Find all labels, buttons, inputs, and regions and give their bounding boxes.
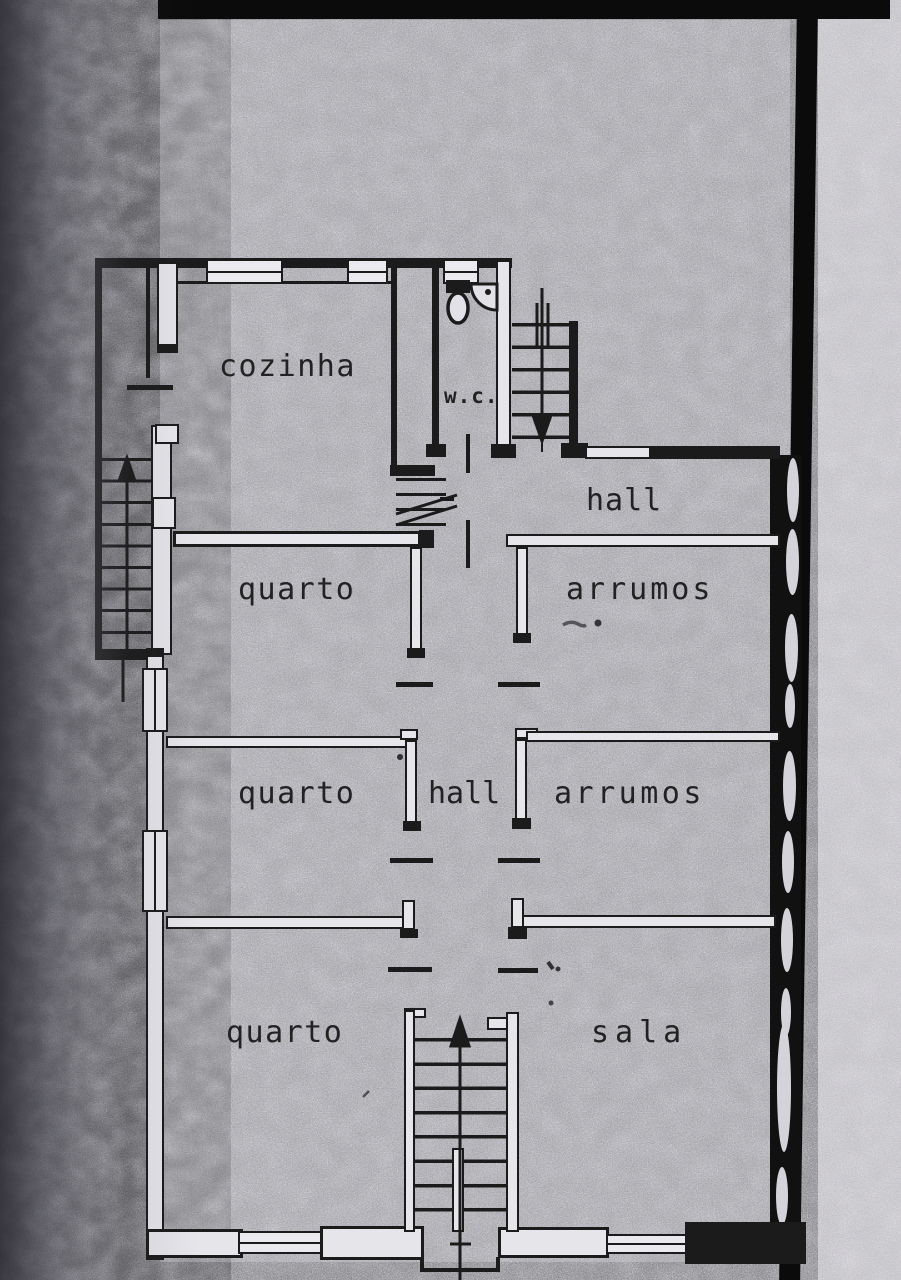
wall-segment bbox=[420, 1257, 424, 1272]
wall-segment bbox=[452, 1148, 464, 1232]
scan-highlight bbox=[785, 684, 795, 728]
wall-segment bbox=[498, 1227, 609, 1258]
room-label-quarto-1: quarto bbox=[238, 572, 356, 607]
wall-segment bbox=[390, 465, 435, 476]
window-symbol bbox=[152, 497, 176, 529]
room-label-hall-upper: hall bbox=[586, 483, 663, 518]
room-label-arrumos-1: arrumos bbox=[566, 572, 714, 607]
stair-treads bbox=[512, 323, 570, 439]
room-label-quarto-2: quarto bbox=[238, 776, 356, 811]
door-dash bbox=[396, 682, 433, 687]
scan-border-top-bar bbox=[158, 0, 890, 19]
wall-segment bbox=[146, 655, 164, 1260]
wall-segment bbox=[526, 731, 780, 742]
scan-highlight bbox=[787, 458, 799, 522]
wall-segment bbox=[403, 821, 421, 831]
window-symbol bbox=[155, 424, 179, 444]
wall-segment bbox=[157, 344, 178, 353]
door-dash bbox=[440, 497, 454, 501]
wall-segment bbox=[178, 281, 394, 284]
door-dash bbox=[498, 968, 538, 973]
wall-segment bbox=[516, 547, 528, 635]
wall-segment bbox=[496, 1257, 500, 1270]
window-mullion-line bbox=[208, 270, 281, 273]
scan-highlight bbox=[781, 908, 793, 972]
wall-segment bbox=[391, 266, 397, 476]
wall-segment bbox=[95, 258, 512, 268]
window-symbol bbox=[206, 259, 283, 284]
scan-highlight bbox=[782, 751, 796, 821]
wall-segment bbox=[420, 1268, 500, 1272]
wall-segment bbox=[407, 648, 425, 658]
door-dash bbox=[388, 967, 432, 972]
wall-segment bbox=[400, 929, 418, 938]
scan-highlight bbox=[782, 831, 794, 893]
wall-segment bbox=[561, 443, 588, 458]
wall-segment bbox=[649, 446, 780, 459]
window-symbol bbox=[238, 1231, 322, 1254]
wall-segment bbox=[405, 740, 417, 823]
scan-highlight bbox=[785, 529, 799, 595]
wall-segment bbox=[400, 729, 418, 740]
wall-segment bbox=[404, 1010, 415, 1232]
scan-highlight bbox=[777, 1024, 791, 1152]
door-dash bbox=[498, 858, 540, 863]
room-label-wc: w.c. bbox=[444, 384, 499, 408]
wall-segment bbox=[508, 927, 527, 939]
wall-segment bbox=[512, 818, 531, 829]
door-dash bbox=[127, 385, 173, 390]
wall-segment bbox=[432, 266, 439, 454]
wall-segment bbox=[402, 900, 415, 930]
wall-segment bbox=[569, 321, 578, 443]
page-edge-shadow bbox=[0, 0, 130, 1280]
room-label-hall-middle: hall bbox=[428, 776, 501, 811]
window-mullion-line bbox=[349, 270, 386, 273]
wall-segment bbox=[410, 547, 422, 650]
door-dash bbox=[466, 520, 470, 568]
window-symbol bbox=[606, 1234, 687, 1254]
wall-segment bbox=[426, 444, 446, 457]
wall-segment bbox=[506, 1012, 519, 1232]
window-mullion-line bbox=[154, 832, 156, 910]
room-label-arrumos-2: arrumos bbox=[554, 776, 705, 811]
wall-segment bbox=[146, 262, 150, 378]
wall-segment bbox=[685, 1222, 806, 1264]
scan-highlight bbox=[781, 988, 791, 1036]
window-symbol bbox=[443, 259, 479, 284]
window-symbol bbox=[142, 830, 168, 912]
wall-segment bbox=[146, 648, 164, 658]
door-dash bbox=[466, 434, 470, 473]
wall-segment bbox=[513, 633, 531, 643]
door-dash bbox=[498, 682, 540, 687]
wall-segment bbox=[506, 534, 780, 547]
wall-segment bbox=[511, 898, 524, 928]
wall-segment bbox=[585, 446, 653, 459]
wall-segment bbox=[491, 444, 516, 458]
wall-segment bbox=[515, 739, 527, 820]
window-mullion-line bbox=[240, 1241, 320, 1244]
window-mullion-line bbox=[445, 270, 477, 273]
window-mullion-line bbox=[154, 670, 156, 730]
scan-highlight bbox=[776, 1167, 788, 1225]
room-label-cozinha: cozinha bbox=[219, 349, 356, 384]
window-mullion-line bbox=[608, 1243, 685, 1245]
door-dash bbox=[390, 858, 433, 863]
room-label-quarto-3: quarto bbox=[226, 1015, 344, 1050]
scan-highlight bbox=[784, 614, 798, 682]
stair-treads bbox=[396, 478, 446, 528]
wall-segment bbox=[419, 530, 434, 548]
window-symbol bbox=[347, 259, 388, 284]
wall-segment bbox=[496, 260, 511, 446]
window-symbol bbox=[142, 668, 168, 732]
wall-segment bbox=[522, 915, 776, 928]
right-margin-paper bbox=[818, 0, 901, 1280]
room-label-sala: sala bbox=[591, 1015, 688, 1050]
